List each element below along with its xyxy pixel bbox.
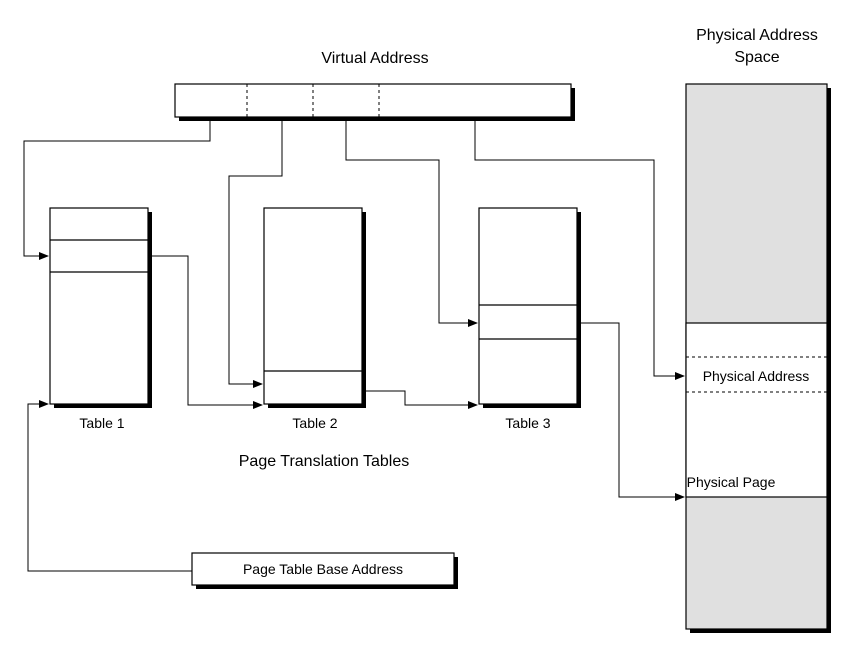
page-table-base-address-box: [191, 552, 458, 589]
connector-base-address-to-table1: [27, 400, 192, 572]
table-3: [478, 207, 581, 408]
physical-address-space: [685, 83, 831, 633]
physical-space-title-line1: Physical Address: [696, 27, 818, 44]
connector-table2-to-table3: [362, 390, 478, 409]
connector-table1-to-table2: [148, 255, 263, 409]
virtual-address-bar: [174, 83, 575, 121]
table-1: [49, 207, 152, 408]
physical-page-label: Physical Page: [687, 474, 776, 490]
connector-table3-to-physical-page: [577, 322, 685, 501]
page-translation-tables-label: Page Translation Tables: [239, 453, 409, 470]
physical-address-label: Physical Address: [703, 368, 810, 384]
table-1-label: Table 1: [79, 415, 124, 431]
page-table-base-address-label: Page Table Base Address: [243, 561, 403, 577]
table-3-label: Table 3: [505, 415, 550, 431]
physical-page-region: [685, 322, 828, 498]
physical-space-title-line2: Space: [734, 49, 779, 66]
connector-va-to-physical-address: [474, 117, 685, 380]
connector-va-to-table2: [228, 117, 283, 388]
table-2: [263, 207, 366, 408]
connector-va-to-table3: [345, 117, 478, 327]
table-2-label: Table 2: [292, 415, 337, 431]
connector-va-to-table1: [23, 117, 211, 260]
virtual-address-title: Virtual Address: [321, 50, 428, 67]
